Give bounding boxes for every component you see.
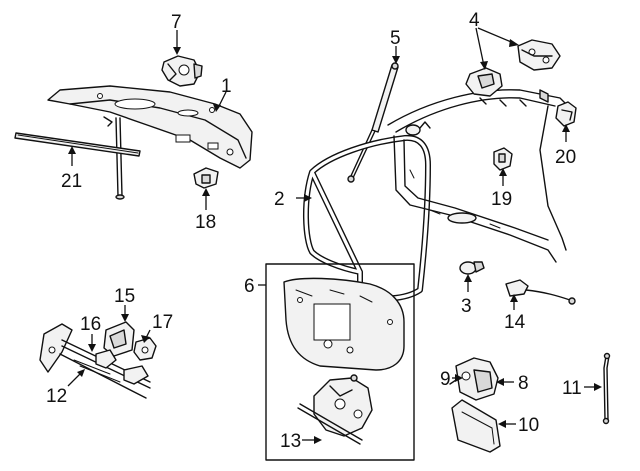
callout-14: 14 (504, 312, 526, 333)
callout-20: 20 (555, 147, 576, 168)
callout-15: 15 (114, 286, 135, 307)
callout-8: 8 (518, 373, 529, 394)
callout-10: 10 (518, 415, 539, 436)
trim-panel-group (265, 263, 415, 461)
callout-17: 17 (152, 312, 173, 333)
callout-18: 18 (195, 212, 216, 233)
hinge-assembly-part (465, 39, 561, 97)
callout-2: 2 (274, 189, 285, 210)
push-pin-part (459, 261, 485, 275)
bumper-stop-part (493, 147, 513, 171)
leader-lines (67, 27, 602, 444)
callout-13: 13 (280, 431, 301, 452)
callout-21: 21 (61, 171, 82, 192)
callout-1: 1 (221, 76, 232, 97)
callout-3: 3 (461, 296, 472, 317)
callout-7: 7 (171, 12, 182, 33)
lock-cylinder-group (39, 321, 157, 399)
release-cable-part (505, 279, 576, 305)
hinge-bracket-part (161, 55, 203, 87)
callout-5: 5 (390, 28, 401, 49)
callout-9: 9 (440, 369, 451, 390)
callout-16: 16 (80, 314, 101, 335)
deck-lid-part (47, 85, 253, 200)
callout-4: 4 (469, 10, 480, 31)
callout-labels: 1 2 3 4 5 6 7 8 9 10 11 12 13 14 15 16 1… (46, 10, 582, 452)
latch-shield-part (451, 399, 501, 453)
lid-weatherstrip-part (14, 132, 141, 157)
control-rod-part (602, 352, 611, 425)
striker-part (555, 101, 577, 127)
callout-19: 19 (491, 189, 512, 210)
callout-12: 12 (46, 386, 67, 407)
vehicle-body-part (387, 89, 567, 263)
lift-support-part (347, 62, 399, 183)
actuator-group (449, 357, 499, 401)
trunk-seal-part (303, 134, 431, 302)
bumper-clip-part (193, 167, 219, 189)
callout-6: 6 (244, 276, 255, 297)
callout-11: 11 (562, 378, 582, 399)
